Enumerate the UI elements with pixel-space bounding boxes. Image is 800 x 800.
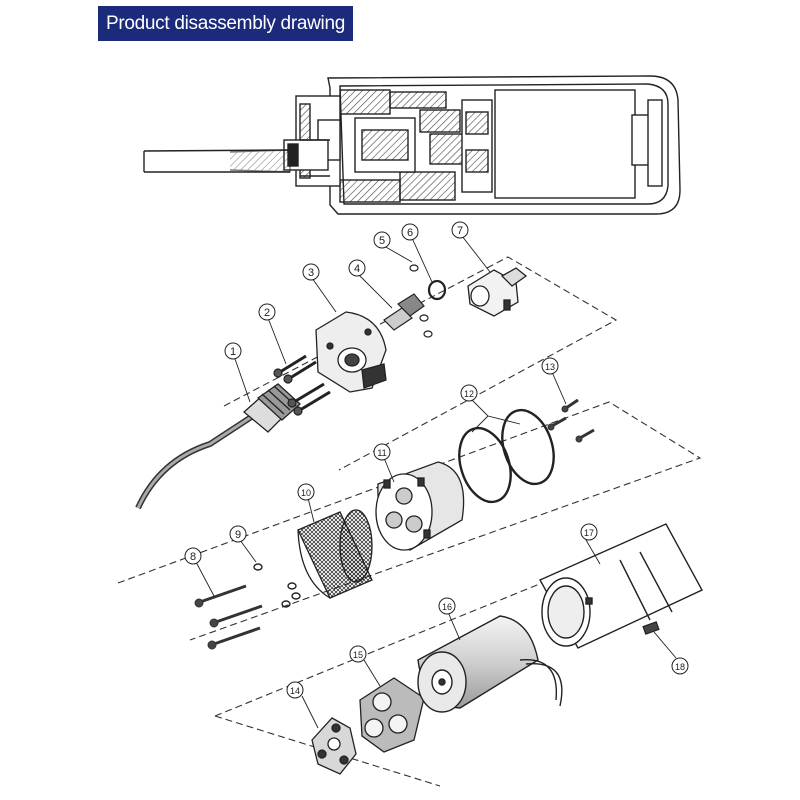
callout-part-18: 18 (671, 657, 689, 675)
callout-part-7: 7 (451, 221, 469, 239)
part-3-end-plate (315, 311, 387, 393)
callout-part-16: 16 (438, 597, 456, 615)
callout-circle (286, 681, 304, 699)
callout-part-3: 3 (302, 263, 320, 281)
part-4-fitting (383, 293, 425, 331)
part-15-diaphragm (359, 677, 425, 753)
callout-number: 2 (264, 307, 270, 319)
callout-number: 14 (290, 686, 300, 696)
page-title: Product disassembly drawing (105, 12, 345, 34)
callout-part-8: 8 (184, 547, 202, 565)
callout-part-15: 15 (349, 645, 367, 663)
callout-part-9: 9 (229, 525, 247, 543)
callout-circle (229, 525, 247, 543)
assembled-section-view (143, 75, 681, 215)
callout-number: 6 (407, 227, 413, 239)
part-18-screw (642, 621, 660, 635)
callout-part-1: 1 (224, 342, 242, 360)
callout-circle (224, 342, 242, 360)
callout-circle (671, 657, 689, 675)
callout-part-10: 10 (297, 483, 315, 501)
callout-number: 9 (235, 529, 241, 541)
callout-circle (541, 357, 559, 375)
callout-number: 3 (308, 267, 314, 279)
callout-number: 15 (353, 650, 363, 660)
callout-circle (297, 483, 315, 501)
callout-circle (373, 443, 391, 461)
callout-circle (184, 547, 202, 565)
callout-circle (349, 645, 367, 663)
title-banner: Product disassembly drawing (98, 6, 353, 41)
part-9-small-o-rings (253, 563, 301, 608)
callout-circle (302, 263, 320, 281)
callout-circle (451, 221, 469, 239)
part-8-long-screws (194, 584, 263, 650)
part-16-motor (417, 615, 563, 713)
part-12-large-o-rings (458, 408, 555, 504)
callout-number: 7 (457, 225, 463, 237)
part-2-screws (273, 354, 331, 416)
callout-part-2: 2 (258, 303, 276, 321)
callout-circle (258, 303, 276, 321)
callout-number: 13 (545, 362, 555, 372)
callout-part-12: 12 (460, 384, 478, 402)
part-13-small-screws (547, 398, 595, 443)
callout-part-4: 4 (348, 259, 366, 277)
callout-circle (401, 223, 419, 241)
callout-number: 4 (354, 263, 360, 275)
callout-number: 16 (442, 602, 452, 612)
callout-part-13: 13 (541, 357, 559, 375)
leader-lines (195, 235, 677, 729)
part-7-valve-body (467, 267, 528, 317)
part-5-small-seals (409, 264, 433, 338)
part-6-o-ring (427, 279, 447, 301)
part-14-cam-plate (311, 717, 357, 775)
callout-part-14: 14 (286, 681, 304, 699)
callout-number: 5 (379, 235, 385, 247)
callout-circle (373, 231, 391, 249)
callout-number: 11 (377, 448, 386, 458)
callout-part-5: 5 (373, 231, 391, 249)
part-11-pump-head (375, 461, 465, 551)
callout-part-6: 6 (401, 223, 419, 241)
callout-circle (348, 259, 366, 277)
callout-number: 8 (190, 551, 196, 563)
callout-part-17: 17 (580, 523, 598, 541)
callout-circle (580, 523, 598, 541)
callout-number: 17 (584, 528, 594, 538)
callout-number: 10 (301, 488, 311, 498)
part-17-housing (539, 523, 703, 649)
callout-circle (438, 597, 456, 615)
callout-number: 12 (464, 389, 474, 399)
callout-number: 1 (230, 346, 236, 358)
part-1-hose-fitting (135, 383, 301, 510)
part-10-mesh-filter (297, 509, 373, 599)
callout-number: 18 (675, 662, 685, 672)
callout-circle (460, 384, 478, 402)
callout-part-11: 11 (373, 443, 391, 461)
